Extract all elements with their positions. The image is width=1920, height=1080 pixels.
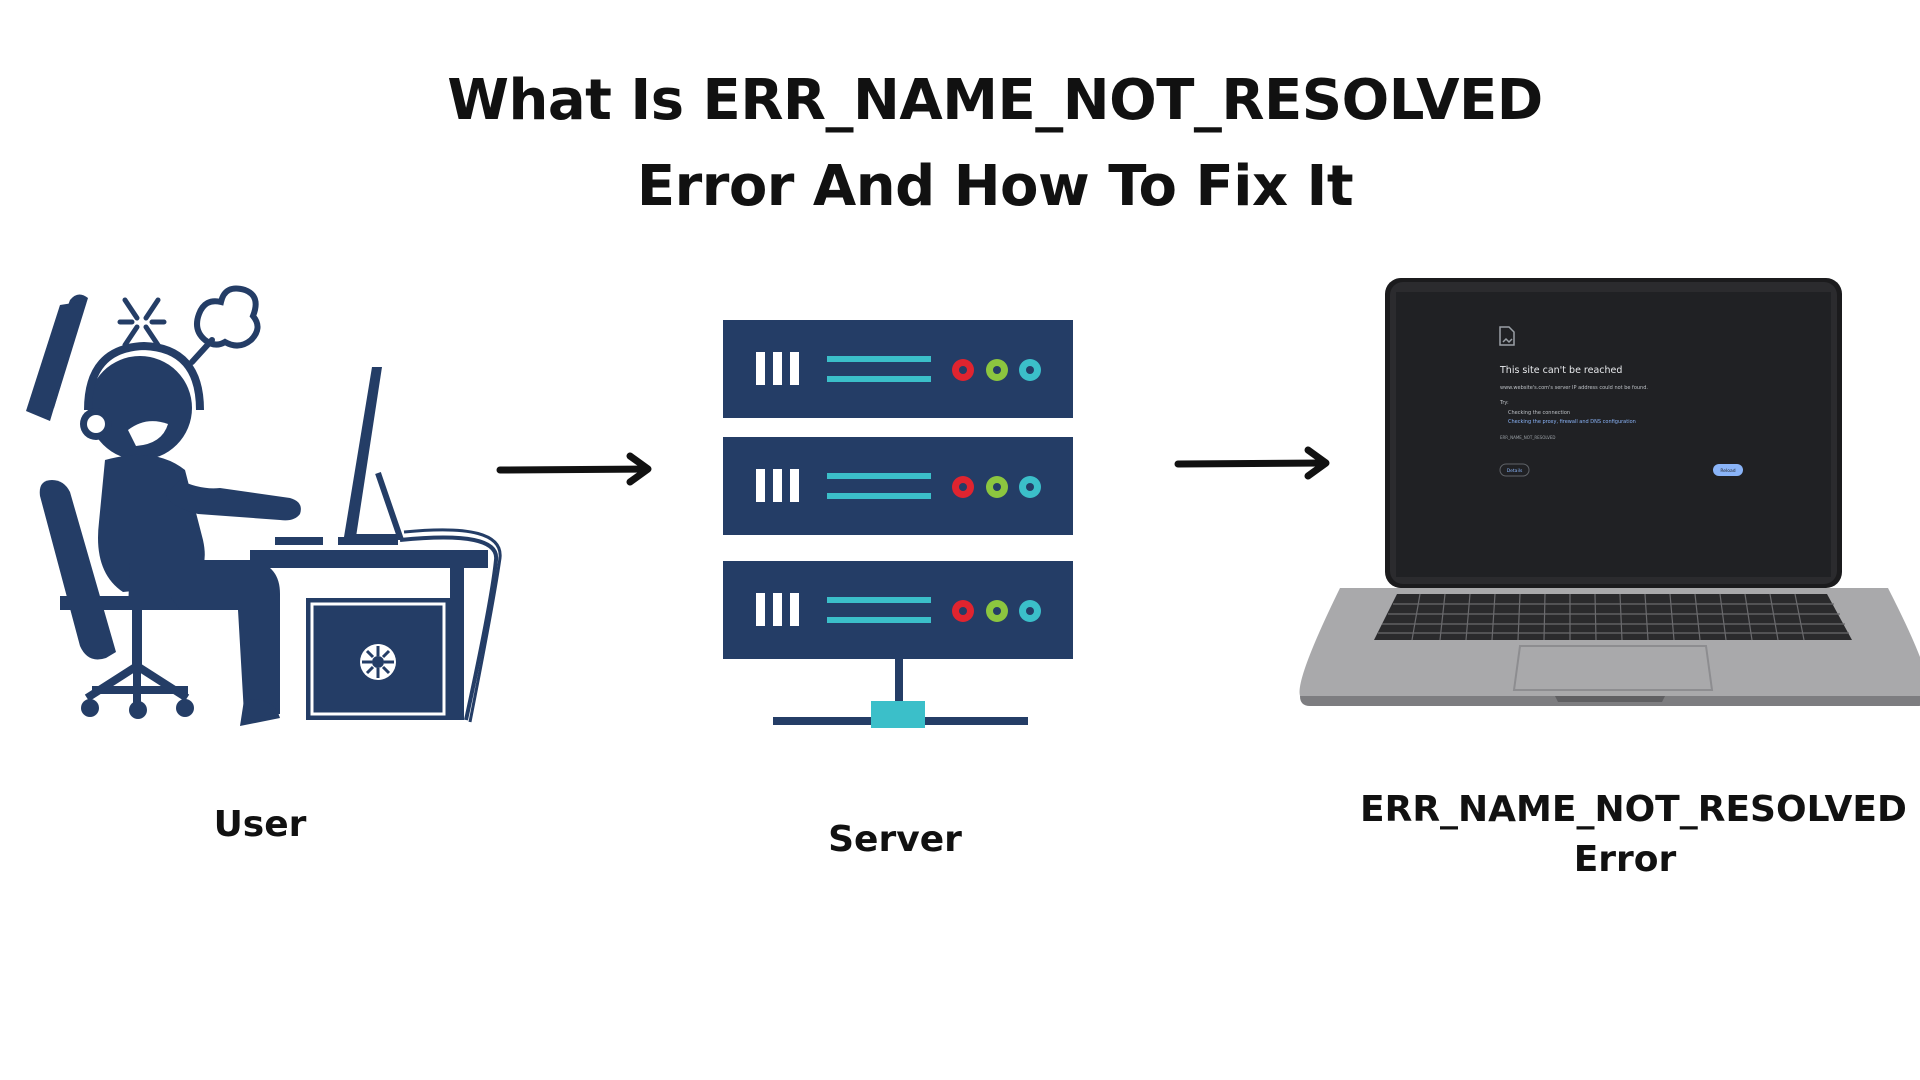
error-label-line-1: ERR_NAME_NOT_RESOLVED	[1360, 789, 1907, 830]
page-title: What Is ERR_NAME_NOT_RESOLVED Error And …	[0, 58, 1920, 230]
error-label-line-2: Error	[1573, 839, 1677, 880]
browser-error-page: This site can't be reached www.website's…	[1499, 326, 1743, 477]
frustrated-user-icon	[26, 285, 502, 726]
server-unit	[723, 320, 1073, 418]
arrow-right-icon	[496, 452, 652, 486]
broken-page-icon	[1499, 326, 1515, 346]
user-label: User	[213, 804, 307, 845]
browser-error-screen	[1396, 292, 1831, 577]
details-button-label: Details	[1507, 468, 1523, 474]
details-button[interactable]: Details	[1499, 463, 1530, 477]
tip-item: Checking the connection	[1508, 410, 1570, 416]
reload-button-label: Reload	[1720, 468, 1735, 474]
title-line-2: Error And How To Fix It	[636, 154, 1354, 219]
title-line-1: What Is ERR_NAME_NOT_RESOLVED	[447, 68, 1543, 133]
error-heading: This site can't be reached	[1499, 365, 1622, 376]
try-label: Try:	[1499, 400, 1509, 406]
arrow-right-icon	[1174, 446, 1330, 480]
anger-mark-icon	[117, 297, 167, 348]
server-label: Server	[828, 819, 962, 860]
server-unit	[723, 561, 1073, 659]
server-unit	[723, 437, 1073, 535]
tip-item-link[interactable]: Checking the proxy, firewall and DNS con…	[1508, 419, 1636, 425]
error-code: ERR_NAME_NOT_RESOLVED	[1500, 435, 1556, 440]
laptop-icon	[1299, 278, 1920, 706]
error-message: www.website's.com's server IP address co…	[1500, 385, 1648, 391]
network-connector-icon	[773, 659, 1028, 728]
error-label: ERR_NAME_NOT_RESOLVED Error	[1360, 785, 1907, 885]
server-rack-icon	[723, 320, 1073, 728]
steam-puff-icon	[189, 285, 261, 365]
reload-button[interactable]: Reload	[1713, 464, 1743, 476]
